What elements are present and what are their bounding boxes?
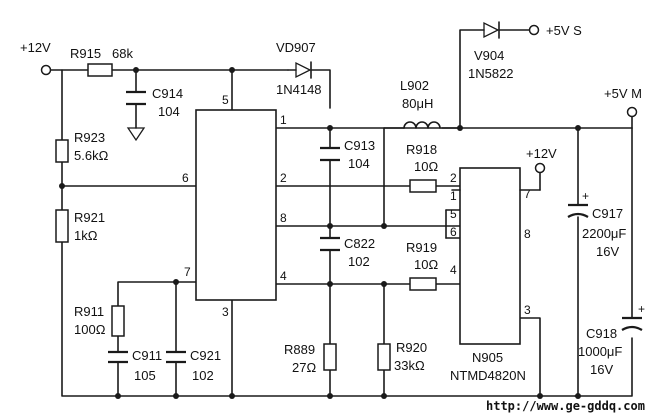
ic-left-pin-5: 5 xyxy=(222,93,229,107)
c911-ref: C911 xyxy=(132,348,162,363)
capacitor-c911: C911 105 xyxy=(108,348,162,383)
terminal-5v-s: +5V S xyxy=(528,23,582,38)
c917-ref: C917 xyxy=(592,206,623,221)
capacitor-c913: C913 104 xyxy=(320,138,375,171)
r920-value: 33kΩ xyxy=(394,358,425,373)
ic-left-pin-2: 2 xyxy=(280,171,287,185)
l902-ref: L902 xyxy=(400,78,429,93)
r920-ref: R920 xyxy=(396,340,427,355)
ic-n905: 2 1 7 5 6 8 4 3 N905 NTMD4820N xyxy=(450,167,531,383)
resistor-r889: R889 27Ω xyxy=(284,342,337,375)
inductor-l902: L902 80μH xyxy=(400,78,441,129)
n905-pin-8: 8 xyxy=(524,227,531,241)
wires xyxy=(49,29,633,397)
c822-ref: C822 xyxy=(344,236,375,251)
c917-voltage: 16V xyxy=(596,244,619,259)
vd907-ref: VD907 xyxy=(276,40,316,55)
r923-ref: R923 xyxy=(74,130,105,145)
r889-value: 27Ω xyxy=(292,360,316,375)
r919-value: 10Ω xyxy=(414,257,438,272)
r915-value: 68k xyxy=(112,46,133,61)
c913-value: 104 xyxy=(348,156,370,171)
capacitor-c822: C822 102 xyxy=(320,236,375,269)
r918-value: 10Ω xyxy=(414,159,438,174)
n905-pin-4: 4 xyxy=(450,263,457,277)
r915-ref: R915 xyxy=(70,46,101,61)
ic-controller: 5 1 6 2 8 7 4 3 xyxy=(182,93,287,319)
resistor-r923: R923 5.6kΩ xyxy=(55,130,109,163)
resistor-r920: R920 33kΩ xyxy=(377,340,427,373)
r889-ref: R889 xyxy=(284,342,315,357)
capacitor-c914: C914 104 xyxy=(126,86,183,119)
c822-value: 102 xyxy=(348,254,370,269)
terminal-12v-input-label: +12V xyxy=(20,40,51,55)
ic-left-pin-3: 3 xyxy=(222,305,229,319)
n905-ref: N905 xyxy=(472,350,503,365)
resistor-r911: R911 100Ω xyxy=(74,304,125,337)
watermark-text: http://www.ge-gddq.com xyxy=(486,399,645,413)
l902-value: 80μH xyxy=(402,96,433,111)
c914-ref: C914 xyxy=(152,86,183,101)
c914-value: 104 xyxy=(158,104,180,119)
resistor-r921: R921 1kΩ xyxy=(55,209,105,243)
r921-ref: R921 xyxy=(74,210,105,225)
capacitor-c921: C921 102 xyxy=(166,348,221,383)
r919-ref: R919 xyxy=(406,240,437,255)
c918-voltage: 16V xyxy=(590,362,613,377)
c911-value: 105 xyxy=(134,368,156,383)
n905-pin-2: 2 xyxy=(450,171,457,185)
terminal-5v-m: +5V M xyxy=(604,86,642,118)
c918-value: 1000μF xyxy=(578,344,622,359)
ground-icon xyxy=(126,127,146,142)
ic-left-pin-8: 8 xyxy=(280,211,287,225)
terminal-12v-ic: +12V xyxy=(526,146,557,174)
terminal-5v-s-label: +5V S xyxy=(546,23,582,38)
n905-value: NTMD4820N xyxy=(450,368,526,383)
v904-ref: V904 xyxy=(474,48,504,63)
ic-left-pin-4: 4 xyxy=(280,269,287,283)
resistor-r915: R915 68k xyxy=(70,46,133,77)
resistor-r918: R918 10Ω xyxy=(406,142,438,193)
resistor-r919: R919 10Ω xyxy=(406,240,438,291)
vd907-value: 1N4148 xyxy=(276,82,322,97)
r923-value: 5.6kΩ xyxy=(74,148,109,163)
n905-pin-7: 7 xyxy=(524,187,531,201)
ic-left-pin-6: 6 xyxy=(182,171,189,185)
n905-pin-3: 3 xyxy=(524,303,531,317)
c917-value: 2200μF xyxy=(582,226,626,241)
n905-pin-6: 6 xyxy=(450,225,457,239)
r918-ref: R918 xyxy=(406,142,437,157)
ic-left-pin-1: 1 xyxy=(280,113,287,127)
terminal-12v-ic-label: +12V xyxy=(526,146,557,161)
junctions xyxy=(59,67,581,399)
capacitor-c917: + C917 2200μF 16V xyxy=(567,189,626,259)
diode-vd907: VD907 1N4148 xyxy=(276,40,322,97)
r911-ref: R911 xyxy=(74,304,104,319)
c917-plus: + xyxy=(582,189,589,203)
terminal-5v-m-label: +5V M xyxy=(604,86,642,101)
diode-v904: V904 1N5822 xyxy=(468,21,514,81)
c921-value: 102 xyxy=(192,368,214,383)
capacitor-c918: + C918 1000μF 16V xyxy=(578,302,645,377)
r911-value: 100Ω xyxy=(74,322,106,337)
c913-ref: C913 xyxy=(344,138,375,153)
c921-ref: C921 xyxy=(190,348,221,363)
ic-left-pin-7: 7 xyxy=(184,265,191,279)
terminal-12v-input: +12V xyxy=(20,40,52,76)
n905-pin-5: 5 xyxy=(450,207,457,221)
c918-plus: + xyxy=(638,302,645,316)
n905-pin-1: 1 xyxy=(450,189,457,203)
r921-value: 1kΩ xyxy=(74,228,98,243)
c918-ref: C918 xyxy=(586,326,617,341)
v904-value: 1N5822 xyxy=(468,66,514,81)
